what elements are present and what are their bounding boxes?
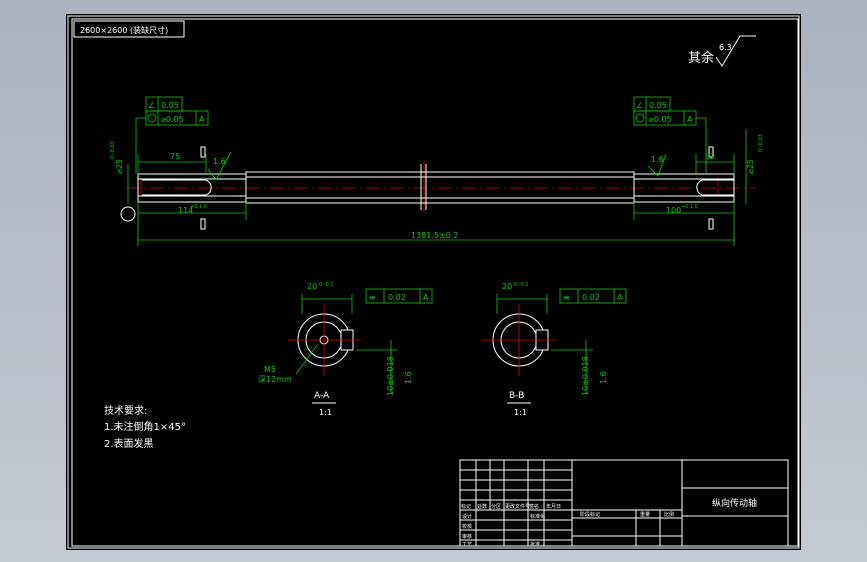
right-datum: A <box>687 115 693 124</box>
bb-width: 20 <box>502 282 512 291</box>
dia-right: ⌀25 <box>746 159 755 174</box>
dia-left-tol: 0 -0.03 <box>110 141 116 159</box>
aa-sym: 0.02 <box>388 293 406 302</box>
dim-100-tol: +0.1 0 <box>681 204 698 210</box>
outer-frame <box>67 15 800 549</box>
surface-finish-prefix: 其余 <box>688 50 714 66</box>
rev-header-zone: 分区 <box>491 503 501 510</box>
rev-header-sign: 签名 <box>529 503 539 510</box>
scale-label: 比例 <box>664 511 674 518</box>
notes-title: 技术要求: <box>104 404 147 417</box>
surface-finish-icon <box>715 35 756 67</box>
symmetry-icon: ≡ <box>369 293 376 302</box>
notes-line2: 2.表面发黑 <box>104 437 154 450</box>
dia-left: ⌀25 <box>115 159 124 174</box>
dim-100: 100 <box>666 206 681 215</box>
std-label: 标准化 <box>530 513 545 520</box>
section-bb: 20 0 -0.1 ≡ 0.02 A 10±0.018 1.6 B-B 1:1 <box>482 282 627 417</box>
sheet-label: 2600×2600 (装缺尺寸) <box>80 25 168 35</box>
left-runout-value: ⌀0.05 <box>161 115 184 124</box>
bb-depth: 10±0.018 <box>581 356 590 396</box>
aa-width-tol: 0 -0.1 <box>319 282 334 288</box>
role-review: 审核 <box>462 533 472 540</box>
aa-datum: A <box>423 293 429 302</box>
aa-width: 20 <box>307 282 317 291</box>
role-check: 校核 <box>462 523 472 530</box>
left-flatness-value: 0.05 <box>161 101 179 110</box>
bb-label: B-B <box>509 391 524 401</box>
aa-scale: 1:1 <box>319 408 332 417</box>
bb-width-tol: 0 -0.1 <box>514 282 529 288</box>
stage-label: 阶段标记 <box>580 511 600 518</box>
surface-finish-value: 6.3 <box>719 43 732 52</box>
drawing-viewport[interactable]: 2600×2600 (装缺尺寸) 其余 6.3 ∠ <box>66 14 801 550</box>
bb-finish: 1.6 <box>599 371 608 384</box>
bb-datum: A <box>617 293 623 302</box>
dim-75: 75 <box>170 152 180 161</box>
left-datum: A <box>199 115 205 124</box>
aa-depth: 10±0.018 <box>386 356 395 396</box>
rev-header-count: 处数 <box>477 503 487 510</box>
section-aa: 20 0 -0.1 ≡ 0.02 A 10±0.018 1.6 M5 深12mm… <box>258 282 433 417</box>
concentricity-icon <box>147 113 157 123</box>
inner-frame <box>71 18 799 547</box>
dim-114: 114 <box>178 206 193 215</box>
cad-drawing: 2600×2600 (装缺尺寸) 其余 6.3 ∠ <box>67 15 800 549</box>
dim-32: 32 <box>705 152 715 161</box>
shaft-view <box>120 146 756 230</box>
approve-label: 批准 <box>530 541 540 548</box>
right-tolerance-frames: ∠ 0.05 ⌀0.05 A <box>633 96 707 174</box>
notes-line1: 1.未注倒角1×45° <box>104 420 186 433</box>
left-tolerance-frames: ∠ 0.05 ⌀0.05 A <box>135 96 209 174</box>
rev-header-doc: 更改文件号 <box>505 503 530 510</box>
technical-notes: 技术要求: 1.未注倒角1×45° 2.表面发黑 <box>104 404 186 450</box>
role-design: 设计 <box>462 513 472 520</box>
aa-label: A-A <box>314 391 330 401</box>
weight-label: 重量 <box>640 511 650 518</box>
finish-left: 1.6 <box>213 157 226 166</box>
flatness-icon: ∠ <box>148 101 155 110</box>
shaft-dimensions: 75 114 +0.1 0 32 100 +0.1 0 1381.5±0.2 ⌀… <box>110 129 764 246</box>
symmetry-icon: ≡ <box>563 293 570 302</box>
dia-right-tol: 0 -0.03 <box>758 134 764 152</box>
right-runout-value: ⌀0.05 <box>649 115 672 124</box>
rev-header-mark: 标记 <box>461 503 471 510</box>
dim-114-tol: +0.1 0 <box>190 204 207 210</box>
aa-finish: 1.6 <box>404 371 413 384</box>
dim-overall: 1381.5±0.2 <box>411 231 458 240</box>
rev-header-date: 年月日 <box>546 503 561 510</box>
finish-right: 1.6 <box>651 155 664 164</box>
bb-scale: 1:1 <box>514 408 527 417</box>
bb-sym: 0.02 <box>582 293 600 302</box>
concentricity-icon <box>635 113 645 123</box>
part-name: 纵向传动轴 <box>712 497 757 509</box>
sheet-label-box <box>73 20 185 38</box>
role-process: 工艺 <box>462 542 472 548</box>
aa-thread: M5 <box>264 365 276 374</box>
title-block: 标记 处数 分区 更改文件号 签名 年月日 设计 校核 审核 工艺 标准化 批准… <box>459 459 789 548</box>
flatness-icon: ∠ <box>636 101 643 110</box>
aa-thread-depth: 深12mm <box>258 375 292 384</box>
right-flatness-value: 0.05 <box>649 101 667 110</box>
